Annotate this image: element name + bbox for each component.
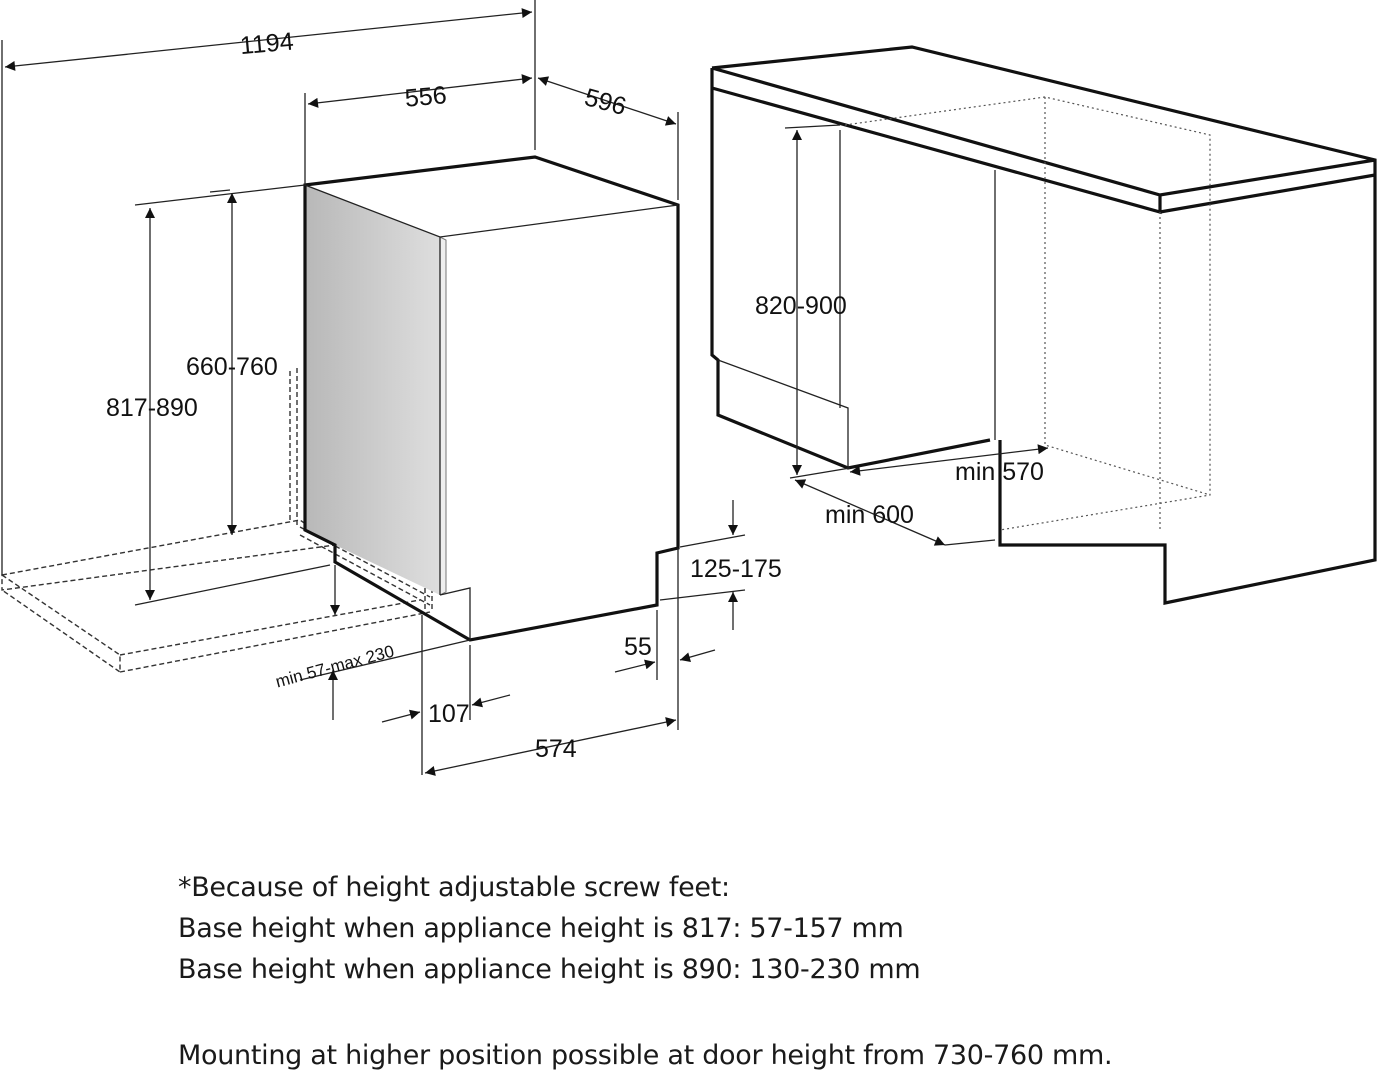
dim-appliance-width: 556 <box>404 81 448 113</box>
dim-plinth-height: 125-175 <box>690 555 782 583</box>
dimension-lines <box>1 0 1049 776</box>
note-line-2: Base height when appliance height is 817… <box>178 913 904 944</box>
dim-base-height: min 57-max 230 <box>273 642 396 692</box>
dim-door-offset: 107 <box>428 700 470 728</box>
dim-door-height: 660-760 <box>186 353 278 381</box>
kitchen-cabinet <box>710 45 1377 605</box>
door-panel <box>305 185 440 595</box>
dim-total-width: 1194 <box>239 28 295 61</box>
note-line-1: *Because of height adjustable screw feet… <box>178 872 730 903</box>
dim-niche-depth: min 570 <box>955 458 1044 486</box>
dim-appliance-depth: 596 <box>582 83 630 121</box>
dishwasher <box>303 155 680 642</box>
dim-niche-width: min 600 <box>825 501 914 529</box>
note-line-4: Mounting at higher position possible at … <box>178 1040 1113 1071</box>
dim-total-depth: 574 <box>535 735 577 763</box>
dim-niche-height: 820-900 <box>755 292 847 320</box>
dim-plinth-depth: 55 <box>624 633 652 661</box>
note-line-3: Base height when appliance height is 890… <box>178 954 921 985</box>
dim-appliance-height: 817-890 <box>106 394 198 422</box>
